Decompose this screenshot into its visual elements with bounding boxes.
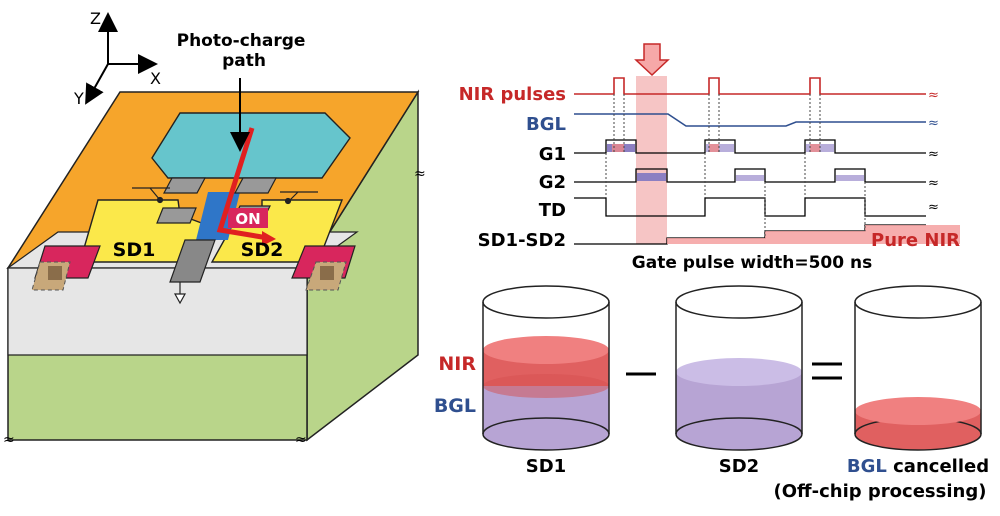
result-label-bgl: BGL	[847, 456, 887, 477]
axis-x-label: X	[150, 69, 161, 88]
timing-diagram: NIR pulses BGL G1 G2 TD SD1-SD2	[459, 43, 960, 273]
waveform-bgl	[574, 113, 926, 127]
signal-label-g1: G1	[539, 144, 566, 165]
readout-gate	[169, 239, 216, 283]
sd1-device-label: SD1	[113, 239, 156, 261]
axis-z-label: Z	[90, 9, 101, 28]
sd-diff-fill	[667, 225, 960, 244]
photo-charge-label: Photo-charge path	[177, 31, 312, 71]
axis-y-label: Y	[73, 89, 84, 108]
gate-electrode-1	[163, 177, 206, 194]
g1-fill-2	[706, 144, 734, 152]
coordinate-axes	[85, 12, 158, 105]
break-mark-right-top: ≈	[414, 166, 426, 182]
on-label: ON	[235, 210, 260, 228]
signal-label-g2: G2	[539, 172, 566, 193]
cup-sd2-label: SD2	[719, 456, 759, 477]
gating-down-arrow	[634, 43, 670, 77]
gate-electrode-2	[234, 177, 277, 194]
on-badge	[228, 208, 268, 228]
device-diagram: ON SD1 SD2 Photo-charge path Z X Y ≈ ≈ ≈	[3, 9, 426, 448]
timing-guides	[605, 94, 866, 238]
g2-fill-3	[836, 175, 864, 181]
charge-cups: NIR BGL SD1 SD2 BGL cancelled (Off-chip …	[434, 285, 989, 502]
sd2-device-label: SD2	[241, 239, 284, 261]
break-mark-g2: ≈	[928, 176, 939, 191]
pure-nir-label: Pure NIR	[871, 230, 960, 251]
signal-label-sd1-sd2: SD1-SD2	[478, 230, 566, 251]
signal-label-nir: NIR pulses	[459, 84, 566, 105]
waveform-td	[574, 197, 926, 217]
gate-wires	[132, 187, 318, 205]
break-mark-bgl: ≈	[928, 116, 939, 131]
cup-result	[854, 285, 982, 451]
break-mark-g1: ≈	[928, 147, 939, 162]
processing-label: (Off-chip processing)	[774, 481, 987, 502]
front-face-band	[7, 267, 308, 356]
gate-electrode-3	[156, 207, 197, 224]
break-mark-middle: ≈	[295, 432, 307, 448]
waveform-g1	[574, 139, 926, 154]
break-mark-nir: ≈	[928, 88, 939, 103]
cup-nir-label: NIR	[438, 353, 476, 375]
equals-sign	[812, 362, 842, 380]
g2-fill-1	[637, 173, 666, 181]
cup-sd1-label: SD1	[526, 456, 566, 477]
signal-label-td: TD	[539, 200, 566, 221]
break-mark-left: ≈	[3, 432, 15, 448]
cup-bgl-label: BGL	[434, 395, 476, 417]
gate-pulse-width-label: Gate pulse width=500 ns	[632, 253, 872, 273]
result-label: BGL cancelled	[847, 456, 989, 477]
g2-fill-2	[736, 175, 764, 181]
waveform-nir	[574, 77, 926, 95]
break-mark-td: ≈	[928, 200, 939, 215]
cup-sd1	[482, 285, 610, 451]
gating-window	[636, 76, 667, 244]
result-label-cancelled: cancelled	[887, 456, 989, 477]
signal-label-bgl: BGL	[526, 114, 566, 135]
cup-sd2	[675, 285, 803, 451]
waveform-g2	[574, 168, 926, 183]
photodiode-region	[151, 112, 351, 179]
photo-charge-path-line	[216, 127, 269, 241]
